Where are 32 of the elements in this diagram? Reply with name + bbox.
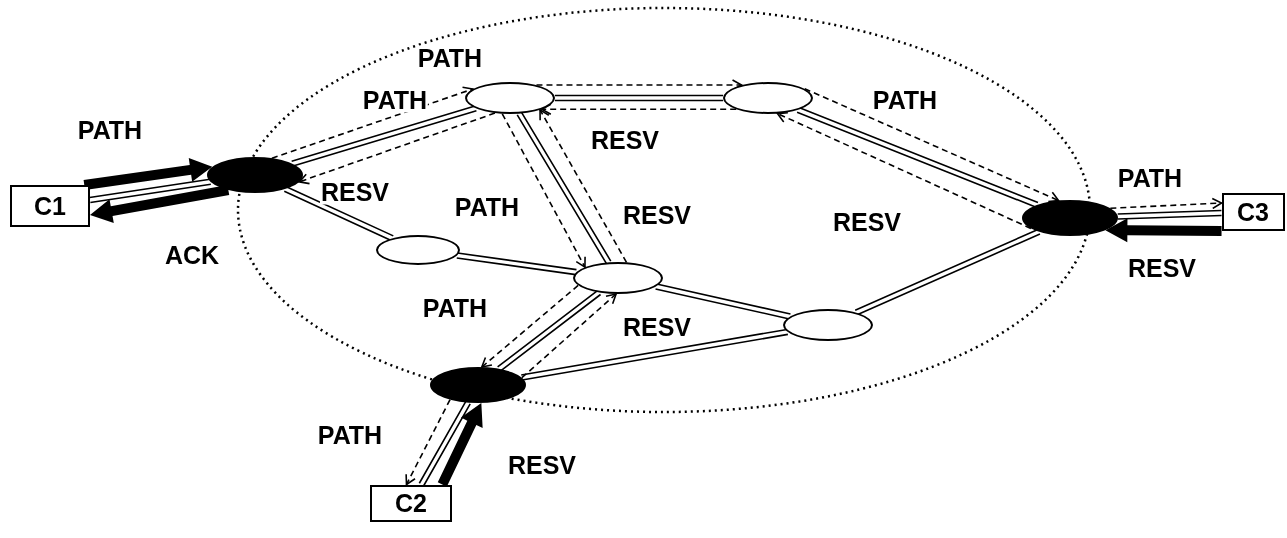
- link-line: [554, 94, 724, 102]
- message-arrow: [539, 109, 628, 264]
- message-arrow: [298, 112, 496, 185]
- message-arrow: [803, 87, 1060, 203]
- message-arrow: [776, 112, 1032, 230]
- core-router-node: [573, 262, 663, 294]
- message-arrow: [1109, 197, 1223, 210]
- core-router-node: [723, 82, 813, 114]
- link-line: [1116, 209, 1223, 220]
- link-line: [455, 252, 578, 276]
- link-line: [516, 111, 612, 265]
- link-line: [418, 400, 471, 487]
- message-arrow: [521, 293, 617, 379]
- core-router-node: [376, 235, 460, 265]
- message-arrow: [501, 112, 586, 268]
- core-router-node: [783, 309, 873, 341]
- message-arrow: [271, 86, 474, 159]
- client-node: C1: [10, 185, 90, 227]
- core-router-node: [465, 82, 555, 114]
- edge-router-node: [430, 367, 526, 403]
- link-line: [854, 228, 1041, 316]
- edge-router-node: [1022, 200, 1118, 236]
- link-line: [520, 328, 789, 381]
- message-arrow: [481, 284, 579, 368]
- block-arrow: [90, 185, 230, 223]
- client-node: C3: [1221, 193, 1285, 231]
- edge-router-node: [207, 157, 303, 193]
- block-arrow: [437, 402, 483, 487]
- link-line: [283, 185, 395, 242]
- client-node: C2: [370, 484, 452, 522]
- block-arrow: [83, 158, 213, 190]
- block-arrow: [1105, 218, 1222, 243]
